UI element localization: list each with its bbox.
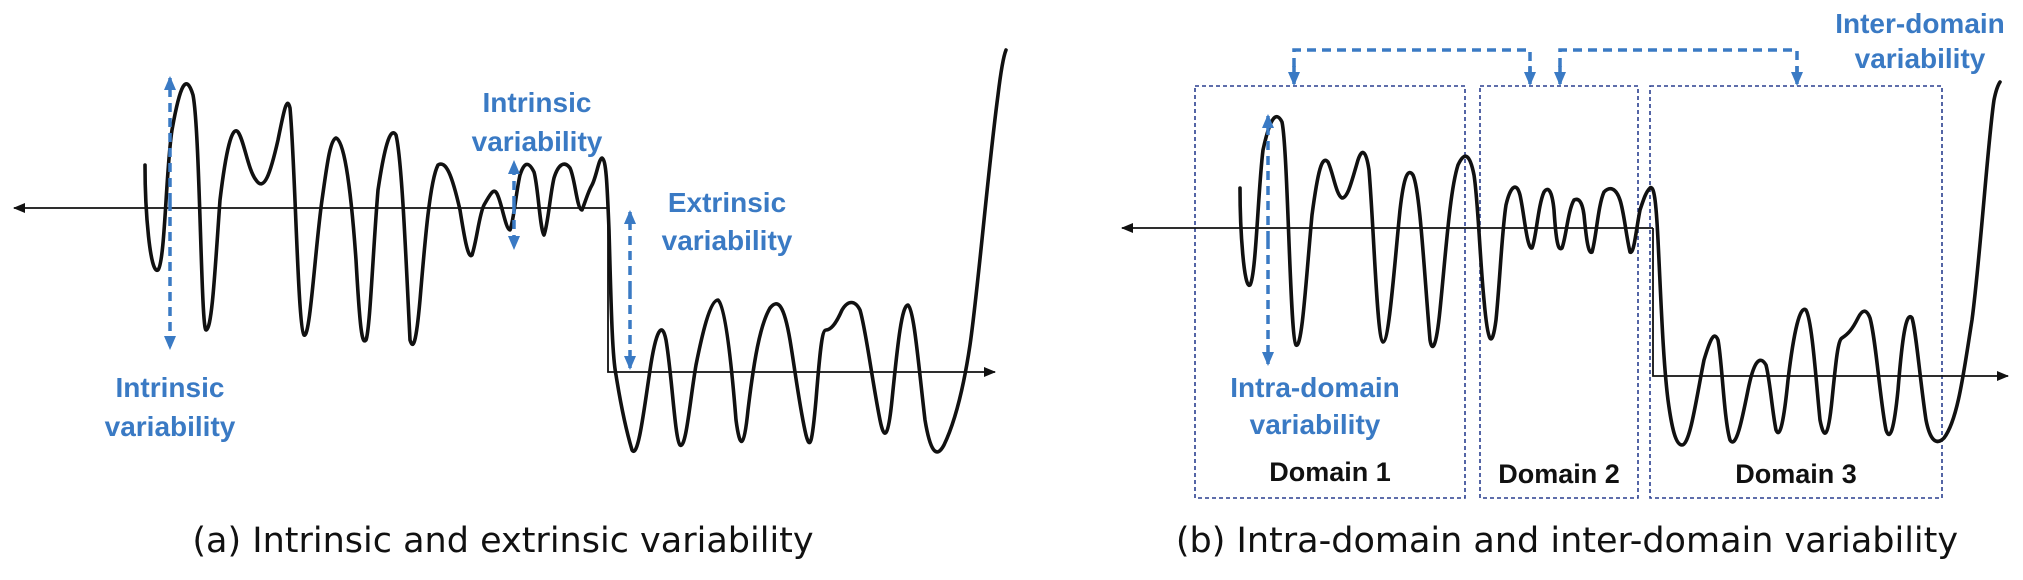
signal-curve-b	[1238, 80, 2002, 447]
intrinsic-left-label-line2: variability	[105, 411, 236, 442]
signal-curve-a	[143, 48, 1008, 454]
intrinsic-top-label-line2: variability	[472, 126, 603, 157]
lower-axis-arrow-b	[1652, 228, 2009, 381]
domain-3-box	[1649, 85, 1943, 499]
panel-b: Intra-domain variability Inter-domain va…	[1121, 8, 2009, 561]
domain-1-label: Domain 1	[1269, 457, 1391, 487]
intra-domain-label-line1: Intra-domain	[1230, 372, 1400, 403]
caption-a: (a) Intrinsic and extrinsic variability	[192, 521, 813, 561]
caption-b: (b) Intra-domain and inter-domain variab…	[1176, 521, 1958, 561]
extrinsic-label-line1: Extrinsic	[668, 187, 786, 218]
intrinsic-left-label-line1: Intrinsic	[116, 372, 225, 403]
panel-a: Intrinsic variability Intrinsic variabil…	[13, 48, 1008, 561]
inter-domain-label-line1: Inter-domain	[1835, 8, 2005, 39]
domain-2-label: Domain 2	[1498, 459, 1620, 489]
domain-1-box	[1194, 85, 1466, 499]
lower-axis-arrow	[607, 208, 996, 377]
inter-domain-label-line2: variability	[1855, 43, 1986, 74]
inter-domain-bracket-1	[1292, 48, 1532, 82]
intra-domain-label-line2: variability	[1250, 409, 1381, 440]
domain-2-box	[1479, 85, 1639, 499]
extrinsic-label-line2: variability	[662, 225, 793, 256]
domain-3-label: Domain 3	[1735, 459, 1857, 489]
inter-domain-bracket-2	[1558, 48, 1799, 82]
intrinsic-top-label-line1: Intrinsic	[483, 87, 592, 118]
